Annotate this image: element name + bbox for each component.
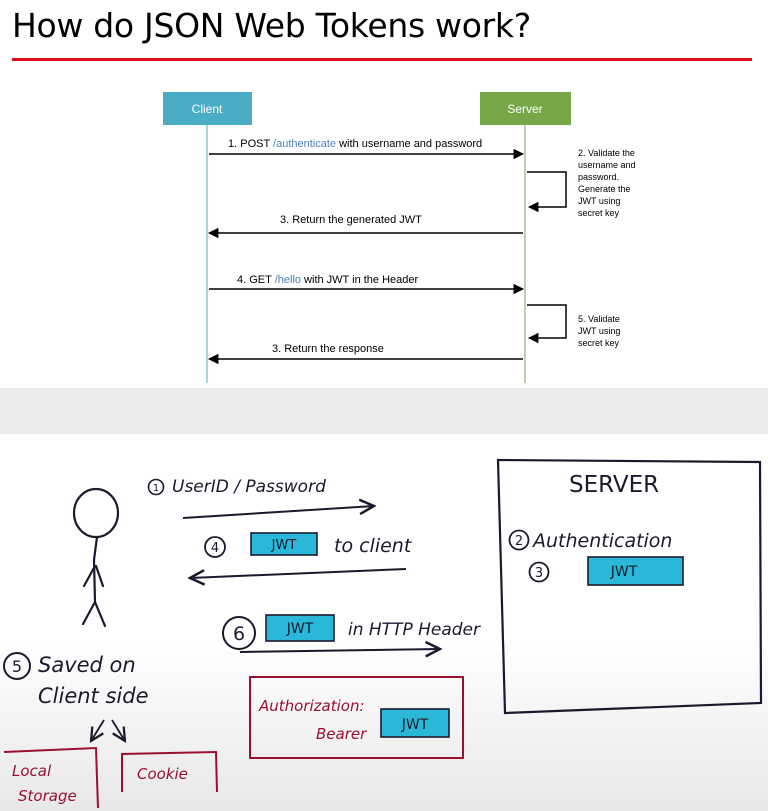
step1-label: 1. POST /authenticate with username and … [228,138,482,150]
server-box [480,92,571,125]
cookie-label: Cookie [137,765,188,783]
validate-jwt-loop-arrow [527,304,567,344]
jwt-token-box [250,532,318,556]
jwt-header-arrow [239,649,440,652]
title-underline [12,58,752,61]
step3b-label: 3. Return the response [272,343,384,355]
storage-label: Storage [18,787,77,805]
http-header-label: in HTTP Header [348,620,481,640]
client-label: Client [192,102,223,116]
cookie-box [121,750,218,793]
server-sketch-box [496,458,763,715]
userid-password-label: UserID / Password [172,477,326,497]
step3a-label: 3. Return the generated JWT [280,214,422,226]
step5-number: 5 [12,657,22,676]
step4-number: 4 [211,541,219,556]
jwt-token-box [380,708,450,738]
sequence-diagram: Client Server 1. POST /authenticate with… [163,92,638,383]
step2-circle [508,529,530,551]
authentication-label: Authentication [531,530,672,552]
authorization-header-box [249,676,464,759]
to-cookie-arrow [111,719,125,741]
step1-circle [147,478,165,496]
step6-number: 6 [233,623,245,645]
section-divider-band [0,388,768,434]
page-title: How do JSON Web Tokens work? [12,6,531,45]
step5-note: 5. Validate JWT using secret key [578,314,623,348]
step4-circle [204,536,226,558]
jwt-token-box [587,556,684,586]
jwt-token-box [265,614,335,642]
to-client-label: to client [334,535,413,557]
step3-number: 3 [535,566,543,581]
validate-loop-arrow [527,171,567,213]
credentials-arrow [182,506,374,519]
jwt-token-label: JWT [271,538,297,553]
local-label: Local [12,762,52,780]
server-title: SERVER [569,472,659,498]
whiteboard-sketch: 1 UserID / Password 4 JWT to client 6 JW… [3,458,763,809]
step6-circle [222,616,256,650]
step1-number: 1 [153,483,159,494]
step5-circle [3,652,31,680]
jwt-to-client-arrow [190,568,407,578]
step2-number: 2 [515,534,523,549]
step3-circle [528,561,550,583]
step2-note: 2. Validate the username and password. G… [578,148,638,218]
jwt-token-label: JWT [286,621,314,637]
local-storage-box [3,746,99,809]
authorization-label: Authorization: [258,697,365,715]
user-stick-figure-icon [72,487,120,628]
jwt-token-label: JWT [401,717,429,733]
step4-label: 4. GET /hello with JWT in the Header [237,274,419,286]
jwt-token-label: JWT [610,564,638,580]
bearer-label: Bearer [316,725,367,743]
saved-on-label: Saved on [38,653,136,677]
server-label: Server [507,102,542,116]
client-box [163,92,252,125]
client-side-label: Client side [38,684,149,708]
to-local-storage-arrow [91,719,105,741]
